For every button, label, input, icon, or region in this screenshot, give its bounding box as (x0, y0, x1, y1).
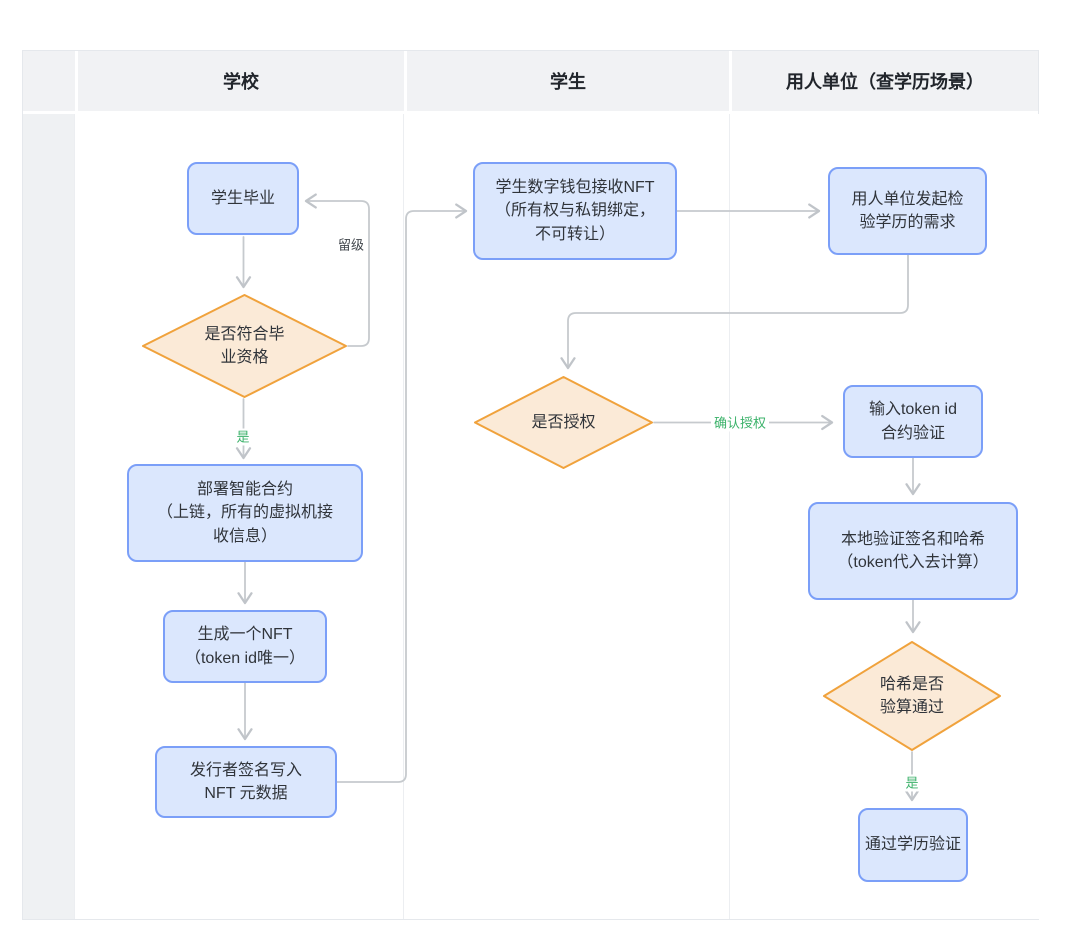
node-student-graduates: 学生毕业 (187, 162, 299, 235)
node-wallet-receive-nft: 学生数字钱包接收NFT （所有权与私钥绑定， 不可转让） (473, 162, 677, 260)
lane-header-employer: 用人单位（查学历场景） (732, 51, 1038, 111)
decision-authorize: 是否授权 (473, 375, 654, 470)
diamond-shape (823, 641, 1001, 751)
decision-graduation-eligibility-label: 是否符合毕 业资格 (204, 325, 285, 366)
node-local-verify-signature-hash: 本地验证签名和哈希 （token代入去计算） (808, 502, 1018, 600)
node-generate-nft-label: 生成一个NFT （token id唯一） (184, 626, 306, 667)
node-deploy-smart-contract-label: 部署智能合约 （上链，所有的虚拟机接 收信息） (156, 481, 333, 545)
node-employer-request-check-label: 用人单位发起检 验学历的需求 (851, 190, 964, 231)
diamond-shape (142, 294, 347, 398)
node-deploy-smart-contract: 部署智能合约 （上链，所有的虚拟机接 收信息） (127, 464, 363, 562)
decision-graduation-eligibility: 是否符合毕 业资格 (141, 293, 348, 399)
decision-hash-check: 哈希是否 验算通过 (822, 640, 1002, 752)
node-student-graduates-label: 学生毕业 (210, 189, 275, 207)
node-issuer-sign-metadata-label: 发行者签名写入 NFT 元数据 (189, 761, 302, 802)
node-verification-passed: 通过学历验证 (858, 808, 968, 882)
diamond-shape (474, 376, 653, 469)
node-token-contract-verify-label: 输入token id 合约验证 (868, 401, 958, 442)
node-issuer-sign-metadata: 发行者签名写入 NFT 元数据 (155, 746, 337, 818)
node-generate-nft: 生成一个NFT （token id唯一） (163, 610, 327, 683)
node-token-contract-verify: 输入token id 合约验证 (843, 385, 983, 458)
decision-authorize-label: 是否授权 (531, 413, 596, 431)
edge-label-confirm-auth: 确认授权 (710, 414, 770, 432)
node-wallet-receive-nft-label: 学生数字钱包接收NFT （所有权与私钥绑定， 不可转让） (494, 179, 655, 243)
edge-label-repeat-grade: 留级 (337, 237, 365, 253)
lane-header-student: 学生 (407, 51, 729, 111)
lane-strip (23, 114, 75, 919)
node-local-verify-signature-hash-label: 本地验证签名和哈希 （token代入去计算） (837, 530, 989, 571)
lane-header-school: 学校 (78, 51, 404, 111)
edge-label-yes-qualify: 是 (233, 428, 253, 446)
lane-header-spacer (23, 51, 75, 111)
edge-label-yes-hash: 是 (902, 774, 922, 792)
node-employer-request-check: 用人单位发起检 验学历的需求 (828, 167, 987, 255)
decision-hash-check-label: 哈希是否 验算通过 (879, 675, 944, 716)
node-verification-passed-label: 通过学历验证 (864, 836, 961, 854)
